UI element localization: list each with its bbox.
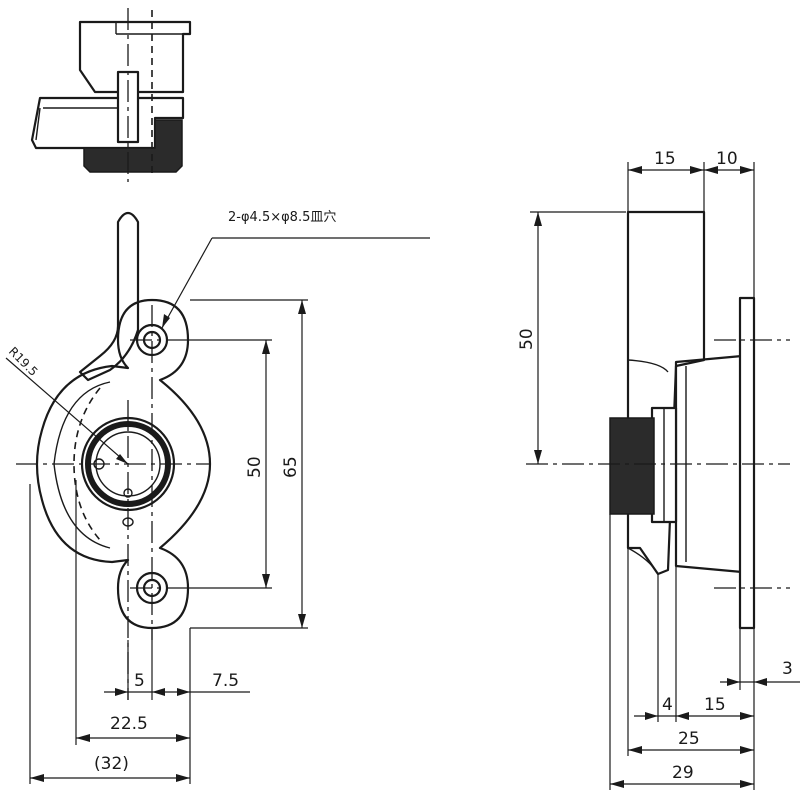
- dim-top-arrow-2: [690, 166, 704, 174]
- dim-top-arrow-3: [704, 166, 718, 174]
- dim-5-arrow-right: [152, 688, 165, 696]
- front-view-hidden-arc: [73, 387, 101, 541]
- hole-callout-leader: [161, 237, 213, 329]
- side-view: 15 10 50 3 4 15 25 29: [517, 149, 800, 790]
- top-view-knob: [83, 119, 183, 173]
- dim-15-arrow-right: [740, 712, 754, 720]
- dim-side-50-arrow-top: [534, 212, 542, 226]
- top-view-lever-edge-2: [35, 107, 41, 141]
- dim-22-5-label: 22.5: [110, 714, 148, 734]
- dim-top-arrow-1: [628, 166, 642, 174]
- dim-25-arrow-right: [740, 746, 754, 754]
- dim-32-arrow-left: [30, 774, 44, 782]
- dim-top-10-label: 10: [716, 149, 738, 169]
- dim-side-50-arrow-bottom: [534, 450, 542, 464]
- hole-callout-arrow: [162, 314, 170, 328]
- side-view-knob: [609, 417, 655, 515]
- dim-65-arrow-bottom: [298, 614, 306, 628]
- dim-32-label: (32): [94, 754, 129, 774]
- dim-29-arrow-left: [610, 780, 624, 788]
- dim-3-arrow-right: [754, 678, 767, 686]
- dim-7-5-arrow: [177, 688, 190, 696]
- dim-22-5-arrow-left: [76, 734, 90, 742]
- dim-3-label: 3: [782, 659, 793, 679]
- dim-3-arrow-left: [727, 678, 740, 686]
- dim-4-label: 4: [662, 695, 673, 715]
- dim-22-5-arrow-right: [176, 734, 190, 742]
- side-view-flange: [738, 296, 756, 630]
- dim-5-arrow-left: [115, 688, 128, 696]
- top-view: [30, 8, 192, 182]
- dim-29-arrow-right: [740, 780, 754, 788]
- dim-top-15-label: 15: [654, 149, 676, 169]
- dim-side-50-label: 50: [517, 328, 537, 350]
- dim-50-arrow-bottom: [262, 574, 270, 588]
- front-view: R19.5 2-φ4.5×φ8.5皿穴 50 65 5 7.5: [5, 210, 430, 784]
- side-view-latch-body: [626, 210, 706, 576]
- dim-50-arrow-top: [262, 340, 270, 354]
- dim-50-label: 50: [245, 456, 265, 478]
- dim-25-arrow-left: [628, 746, 642, 754]
- dim-5-label: 5: [134, 671, 145, 691]
- dim-65-arrow-top: [298, 300, 306, 314]
- dim-4-arrow-right: [676, 712, 689, 720]
- dim-4-arrow-left: [645, 712, 658, 720]
- front-view-base-plate: [35, 298, 212, 630]
- dim-32-arrow-right: [176, 774, 190, 782]
- radius-arrow: [116, 454, 128, 464]
- side-view-latch-taper: [627, 359, 669, 575]
- dim-65-label: 65: [281, 456, 301, 478]
- dim-7-5-label: 7.5: [212, 671, 239, 691]
- front-view-lever: [78, 211, 140, 382]
- dim-top-arrow-4: [740, 166, 754, 174]
- dim-25-label: 25: [678, 729, 700, 749]
- dim-side-15-label: 15: [704, 695, 726, 715]
- hole-callout-label: 2-φ4.5×φ8.5皿穴: [228, 210, 336, 225]
- top-view-housing: [78, 20, 192, 94]
- dim-29-label: 29: [672, 763, 694, 783]
- radius-leader: [5, 357, 129, 465]
